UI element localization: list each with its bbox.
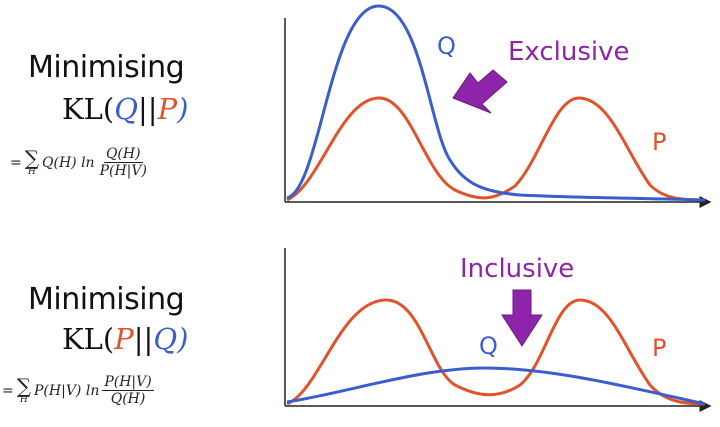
bottom-formula: = ∑H P(H|V) ln P(H|V) Q(H) <box>2 374 154 407</box>
formula-numerator: Q(H) <box>103 146 143 163</box>
sum-symbol: ∑H <box>24 146 40 177</box>
formula-fraction: Q(H) P(H|V) <box>98 146 149 179</box>
formula-term: Q(H) ln <box>42 154 95 171</box>
sum-symbol: ∑H <box>16 374 32 405</box>
formula-numerator: P(H|V) <box>102 374 154 391</box>
bottom-kl-expression: KL(P||Q) <box>62 322 188 356</box>
kl-second-arg: P <box>157 92 178 126</box>
formula-fraction: P(H|V) Q(H) <box>102 374 154 407</box>
formula-denominator: P(H|V) <box>99 163 147 179</box>
bottom-p-curve <box>286 298 706 406</box>
kl-second-arg: Q <box>153 322 178 356</box>
exclusive-label: Exclusive <box>508 37 630 67</box>
bottom-heading: Minimising <box>28 282 185 317</box>
top-kl-expression: KL(Q||P) <box>62 92 188 126</box>
kl-prefix: KL( <box>62 92 115 126</box>
top-q-curve <box>286 4 706 202</box>
formula-eq: = <box>10 154 22 171</box>
inclusive-label: Inclusive <box>460 254 574 284</box>
kl-suffix: ) <box>177 322 189 356</box>
bottom-p-label: P <box>652 334 666 362</box>
kl-separator: || <box>138 92 158 126</box>
top-p-curve <box>286 96 706 202</box>
kl-prefix: KL( <box>62 322 115 356</box>
formula-eq: = <box>2 382 14 399</box>
inclusive-arrow-icon <box>501 289 543 347</box>
formula-denominator: Q(H) <box>110 391 146 407</box>
formula-term: P(H|V) ln <box>34 382 100 399</box>
exclusive-arrow-icon <box>452 69 508 114</box>
kl-separator: || <box>133 322 154 356</box>
top-heading: Minimising <box>28 50 185 85</box>
top-q-label: Q <box>437 32 456 60</box>
top-p-label: P <box>652 128 666 156</box>
top-formula: = ∑H Q(H) ln Q(H) P(H|V) <box>10 146 149 179</box>
kl-suffix: ) <box>177 92 189 126</box>
kl-first-arg: Q <box>114 92 139 126</box>
bottom-q-label: Q <box>479 332 498 360</box>
bottom-q-curve <box>286 366 706 406</box>
kl-first-arg: P <box>114 322 134 356</box>
